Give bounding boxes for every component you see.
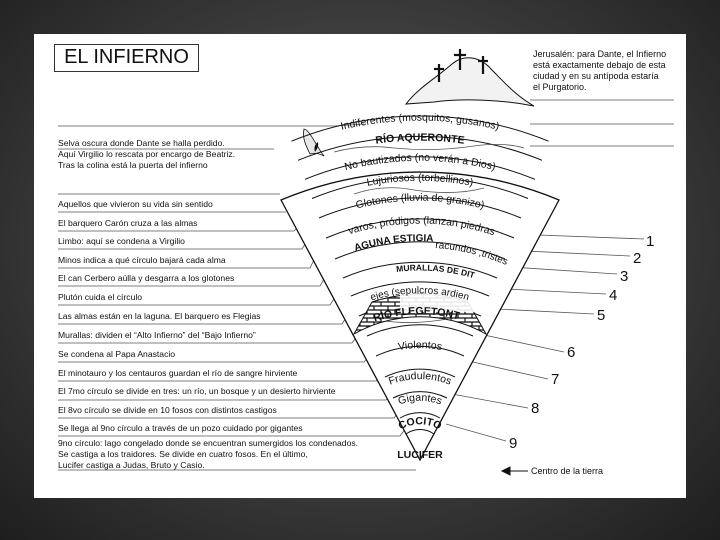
circle-number: 4 [609,287,617,304]
circle-number: 7 [551,371,559,388]
band-label: RÍO AQUERONTE [375,132,465,147]
band-label: Lujuriosos (torbellinos) [366,172,474,189]
circle-numbers: 1 2 3 4 5 6 7 8 9 [509,233,654,452]
band-label: Violentos [397,339,443,353]
jerusalem-note: Jerusalén: para Dante, el Infierno está … [533,49,667,92]
selva-note: Selva oscura donde Dante se halla perdid… [58,138,236,170]
slide: Indiferentes (mosquitos, gusanos) RÍO AQ… [34,34,686,498]
note-gigantes: Se llega al 9no círculo a través de un p… [58,423,303,433]
circle-number: 1 [646,233,654,250]
hell-cone-diagram: Indiferentes (mosquitos, gusanos) RÍO AQ… [34,34,674,476]
note-octavo: El 8vo círculo se divide en 10 fosos con… [58,405,277,415]
note-minos: Minos indica a qué círculo bajará cada a… [58,255,226,265]
note-anastacio: Se condena al Papa Anastacio [58,349,176,359]
note-pluton: Plutón cuida el círculo [58,292,143,302]
note-murallas: Murallas: dividen el “Alto Infierno” del… [58,330,256,340]
circle-number: 6 [567,344,575,361]
circle-number: 9 [509,435,517,452]
note-indiferentes: Aquellos que vivieron su vida sin sentid… [58,199,213,209]
circle-number: 2 [633,250,641,267]
jerusalem-hill [404,57,535,107]
note-caron: El barquero Carón cruza a las almas [58,218,198,228]
note-septimo: El 7mo círculo se divide en tres: un río… [58,386,336,396]
circle-number: 5 [597,307,605,324]
circle-number: 3 [620,268,628,285]
band-label: Indiferentes (mosquitos, gusanos) [340,112,501,133]
circle-number: 8 [531,400,539,417]
note-flegias: Las almas están en la laguna. El barquer… [58,311,261,321]
lucifer-label: LUCIFER [397,449,443,461]
arrow-left-icon [500,466,528,476]
page-title: EL INFIERNO [54,44,199,72]
note-limbo: Limbo: aquí se condena a Virgilio [58,236,185,246]
note-cerbero: El can Cerbero aúlla y desgarra a los gl… [58,273,235,283]
note-noveno: 9no círculo: lago congelado donde se enc… [58,438,359,470]
note-minotauro: El minotauro y los centauros guardan el … [58,368,298,378]
cross-icon [434,49,488,82]
band-label: COCITO [397,415,444,432]
band-label: No bautizados (no verán a Dios) [343,152,497,173]
center-of-earth-label: Centro de la tierra [531,466,603,476]
band-label: Fraudulentos [387,370,453,387]
cone [280,49,560,462]
